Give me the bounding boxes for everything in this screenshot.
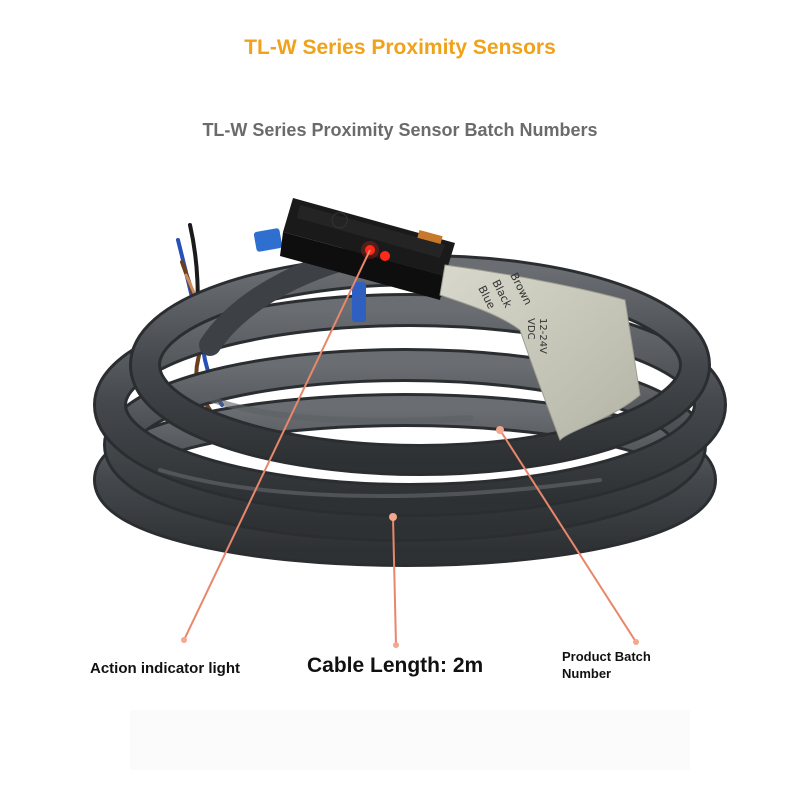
leader-cable-length xyxy=(392,516,397,646)
leader-action-light xyxy=(183,249,371,641)
product-label-tag: Brown Black Blue 12-24V VDC xyxy=(439,264,641,441)
label-unit: VDC xyxy=(525,318,536,340)
page-subtitle: TL-W Series Proximity Sensor Batch Numbe… xyxy=(202,120,598,140)
svg-text:◯: ◯ xyxy=(329,208,351,231)
page-title: TL-W Series Proximity Sensors xyxy=(244,36,556,59)
callout-batch-number: Product Batch Number xyxy=(562,649,651,681)
leader-lines xyxy=(183,249,637,646)
callout-action-indicator: Action indicator light xyxy=(90,660,240,677)
callout-cable-length: Cable Length: 2m xyxy=(307,654,484,677)
leader-batch-number xyxy=(499,429,637,643)
leader-dots xyxy=(181,426,639,648)
cable-coil xyxy=(93,254,727,567)
label-voltage: 12-24V xyxy=(537,318,548,354)
floor-shadow xyxy=(130,710,690,770)
strain-relief xyxy=(253,228,283,252)
